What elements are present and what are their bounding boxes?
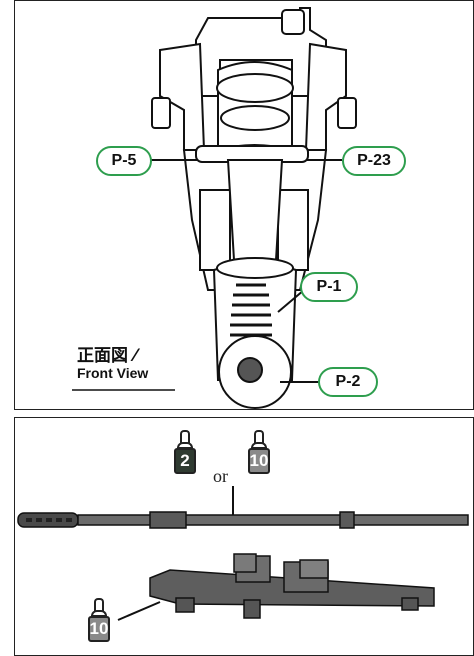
barrel-ring-mid <box>220 105 290 131</box>
muzzle-brake-slots <box>26 518 72 522</box>
chassis-top-box <box>299 559 329 579</box>
muzzle-bore <box>237 357 263 383</box>
barrel-band <box>339 511 355 529</box>
chassis-leader <box>117 601 161 621</box>
chassis-sight <box>233 553 257 573</box>
or-separator: or <box>213 466 228 486</box>
front-view-label-jp: 正面図 ⁄ <box>77 346 137 366</box>
callout-p1: P-1 <box>300 272 358 302</box>
muzzle-top <box>216 257 294 279</box>
chassis-foot-left <box>175 597 195 613</box>
chassis-foot-mid <box>243 599 261 619</box>
paint-number-10-bottom: 10 <box>88 616 110 642</box>
barrel-sleeve <box>149 511 187 529</box>
callout-p2: P-2 <box>318 367 378 397</box>
left-knob <box>151 97 171 129</box>
sight-block <box>281 9 305 35</box>
callout-p23: P-23 <box>342 146 406 176</box>
p1-leader <box>277 289 305 313</box>
muzzle-brake-rings <box>230 283 272 337</box>
chassis-foot-right <box>401 597 419 611</box>
paint-number-2: 2 <box>174 448 196 474</box>
callout-p5: P-5 <box>96 146 152 176</box>
right-knob <box>337 97 357 129</box>
front-view-label-en: Front View <box>77 364 149 381</box>
front-view-label: 正面図 ⁄ Front View <box>77 347 148 381</box>
barrel-ring-upper <box>216 73 294 103</box>
left-plate <box>199 189 231 271</box>
paint-number-10: 10 <box>248 448 270 474</box>
barrel-main <box>77 514 469 526</box>
